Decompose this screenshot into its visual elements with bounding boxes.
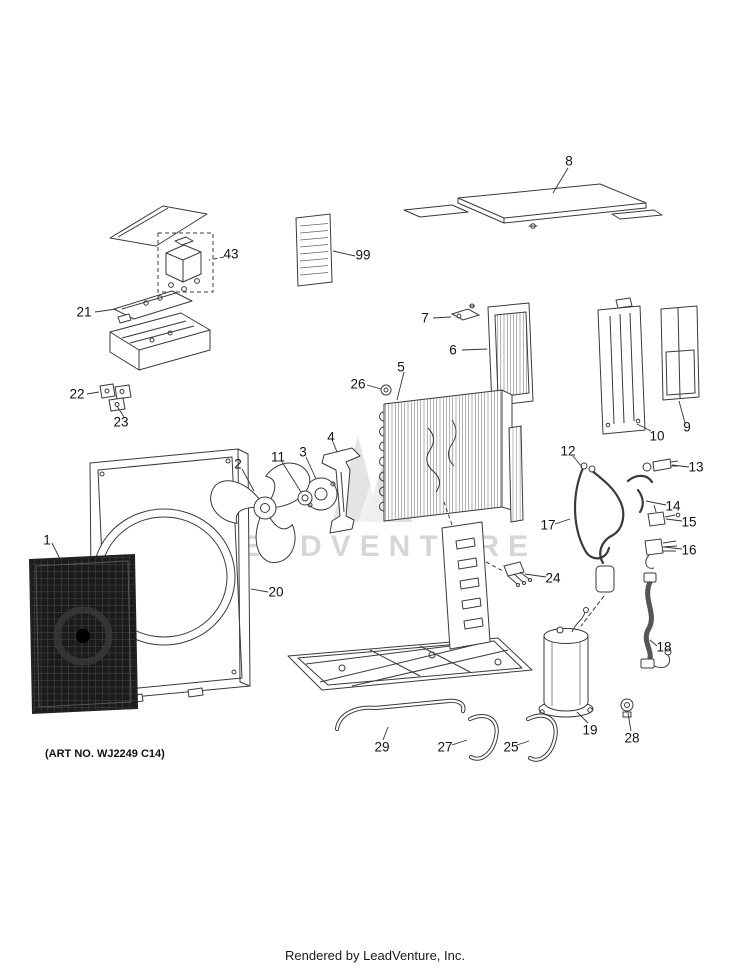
callout-18: 18 bbox=[656, 639, 672, 655]
leader-99 bbox=[332, 250, 356, 257]
leader-lines bbox=[51, 167, 690, 746]
leader-20 bbox=[250, 588, 269, 593]
leader-24 bbox=[524, 573, 547, 578]
leader-10 bbox=[636, 423, 652, 432]
callout-2: 2 bbox=[234, 456, 242, 472]
callout-99: 99 bbox=[355, 247, 371, 263]
leader-18 bbox=[649, 639, 658, 647]
callout-8: 8 bbox=[565, 153, 573, 169]
callout-26: 26 bbox=[350, 376, 366, 392]
sensor-clip-7 bbox=[450, 303, 481, 321]
leader-28 bbox=[627, 712, 632, 732]
callout-29: 29 bbox=[374, 739, 390, 755]
leader-17 bbox=[554, 518, 571, 525]
leader-27 bbox=[451, 739, 468, 746]
fitting-13 bbox=[642, 458, 679, 472]
sensor-holder-24 bbox=[503, 561, 532, 587]
callout-14: 14 bbox=[665, 498, 681, 514]
compressor-19 bbox=[538, 607, 594, 718]
leader-21 bbox=[94, 308, 117, 313]
callout-28: 28 bbox=[624, 730, 640, 746]
leader-11 bbox=[281, 461, 302, 493]
service-valve-15 bbox=[647, 504, 681, 527]
drain-tube-29 bbox=[334, 698, 466, 732]
callout-5: 5 bbox=[397, 359, 405, 375]
grommet-28 bbox=[620, 698, 634, 718]
leader-2 bbox=[241, 468, 255, 492]
louvered-side-panel-6 bbox=[487, 302, 534, 407]
callout-24: 24 bbox=[545, 570, 561, 586]
callout-13: 13 bbox=[688, 459, 704, 475]
leader-22 bbox=[86, 391, 100, 395]
callout-27: 27 bbox=[437, 739, 453, 755]
leader-12 bbox=[572, 455, 583, 468]
curved-tube-25 bbox=[525, 713, 558, 762]
spec-label-99 bbox=[295, 213, 333, 287]
leader-5 bbox=[396, 371, 405, 401]
leader-14 bbox=[645, 500, 667, 506]
terminal-block-22 bbox=[99, 383, 132, 400]
leader-1 bbox=[51, 542, 61, 560]
leader-13 bbox=[671, 464, 690, 468]
callout-10: 10 bbox=[649, 428, 665, 444]
base-pan bbox=[287, 637, 533, 691]
art-number: (ART NO. WJ2249 C14) bbox=[45, 748, 165, 760]
callout-15: 15 bbox=[681, 514, 697, 530]
footer-credit: Rendered by LeadVenture, Inc. bbox=[285, 948, 465, 963]
condenser-coil-5 bbox=[379, 389, 513, 522]
leader-26 bbox=[366, 384, 382, 390]
leader-8 bbox=[552, 167, 569, 194]
leader-16 bbox=[663, 546, 683, 550]
electrical-box-43 bbox=[157, 232, 214, 293]
leader-25 bbox=[516, 740, 530, 746]
leader-4 bbox=[332, 441, 338, 453]
callout-16: 16 bbox=[681, 542, 697, 558]
leader-6 bbox=[461, 348, 488, 351]
callout-19: 19 bbox=[582, 722, 598, 738]
top-sheet-panel bbox=[109, 205, 208, 247]
leader-29 bbox=[382, 726, 389, 741]
leader-23 bbox=[116, 405, 125, 418]
leader-15 bbox=[665, 518, 683, 522]
leader-9 bbox=[678, 400, 686, 424]
electronics-tray bbox=[109, 312, 211, 371]
refrigerant-tubing bbox=[574, 462, 654, 627]
callout-21: 21 bbox=[76, 304, 92, 320]
service-valve-16 bbox=[644, 538, 678, 569]
grommet-26 bbox=[380, 384, 392, 396]
callout-20: 20 bbox=[268, 584, 284, 600]
blade-hub-11 bbox=[297, 490, 313, 506]
wire-harness-18 bbox=[640, 572, 672, 669]
leader-43 bbox=[208, 256, 225, 261]
top-cover-panel bbox=[403, 183, 663, 229]
leader-7 bbox=[432, 316, 452, 319]
motor-bracket-4 bbox=[321, 447, 361, 534]
coil-side-strip bbox=[508, 425, 524, 523]
callout-3: 3 bbox=[299, 444, 307, 460]
leader-19 bbox=[576, 711, 589, 724]
callout-11: 11 bbox=[270, 449, 286, 465]
callout-22: 22 bbox=[69, 386, 85, 402]
front-grille-1 bbox=[28, 553, 139, 715]
callout-1: 1 bbox=[43, 532, 51, 548]
callout-17: 17 bbox=[540, 517, 556, 533]
callout-25: 25 bbox=[503, 739, 519, 755]
callout-12: 12 bbox=[560, 443, 576, 459]
side-panel-10 bbox=[597, 297, 646, 435]
curved-tube-27 bbox=[467, 713, 499, 761]
control-panel-21 bbox=[113, 290, 193, 324]
callout-23: 23 bbox=[113, 414, 129, 430]
callout-4: 4 bbox=[327, 429, 335, 445]
corner-panel-9 bbox=[660, 305, 700, 401]
callout-43: 43 bbox=[223, 246, 239, 262]
clamp-23 bbox=[108, 397, 126, 412]
leader-3 bbox=[305, 456, 317, 480]
callout-7: 7 bbox=[421, 310, 429, 326]
callout-6: 6 bbox=[449, 342, 457, 358]
partition-bracket bbox=[441, 501, 504, 650]
callout-9: 9 bbox=[683, 419, 691, 435]
